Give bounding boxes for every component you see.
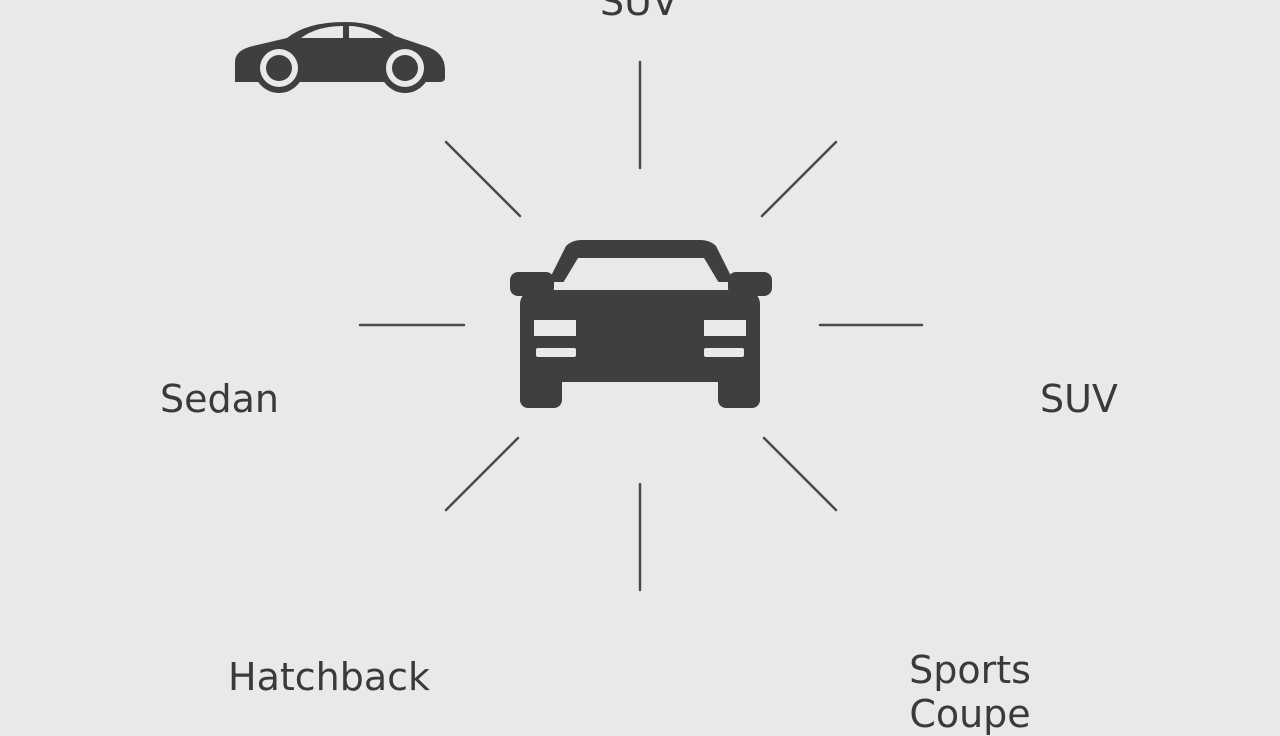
connector-lines [358, 60, 924, 592]
connector-top-left [444, 140, 522, 218]
node-label-left: Sedan [160, 377, 279, 421]
car-types-diagram [235, 22, 924, 592]
sedan-car-icon [235, 22, 445, 93]
node-label-bottom-left: Hatchback [228, 655, 431, 699]
node-label-bottom-right: Sports Coupe [909, 648, 1031, 736]
connector-bottom-left [444, 436, 520, 512]
node-label-top: SUV [600, 0, 678, 24]
node-label-right: SUV [1040, 377, 1118, 421]
connector-top-right [760, 140, 838, 218]
connector-bottom-right [762, 436, 838, 512]
car-front-icon [510, 240, 772, 408]
